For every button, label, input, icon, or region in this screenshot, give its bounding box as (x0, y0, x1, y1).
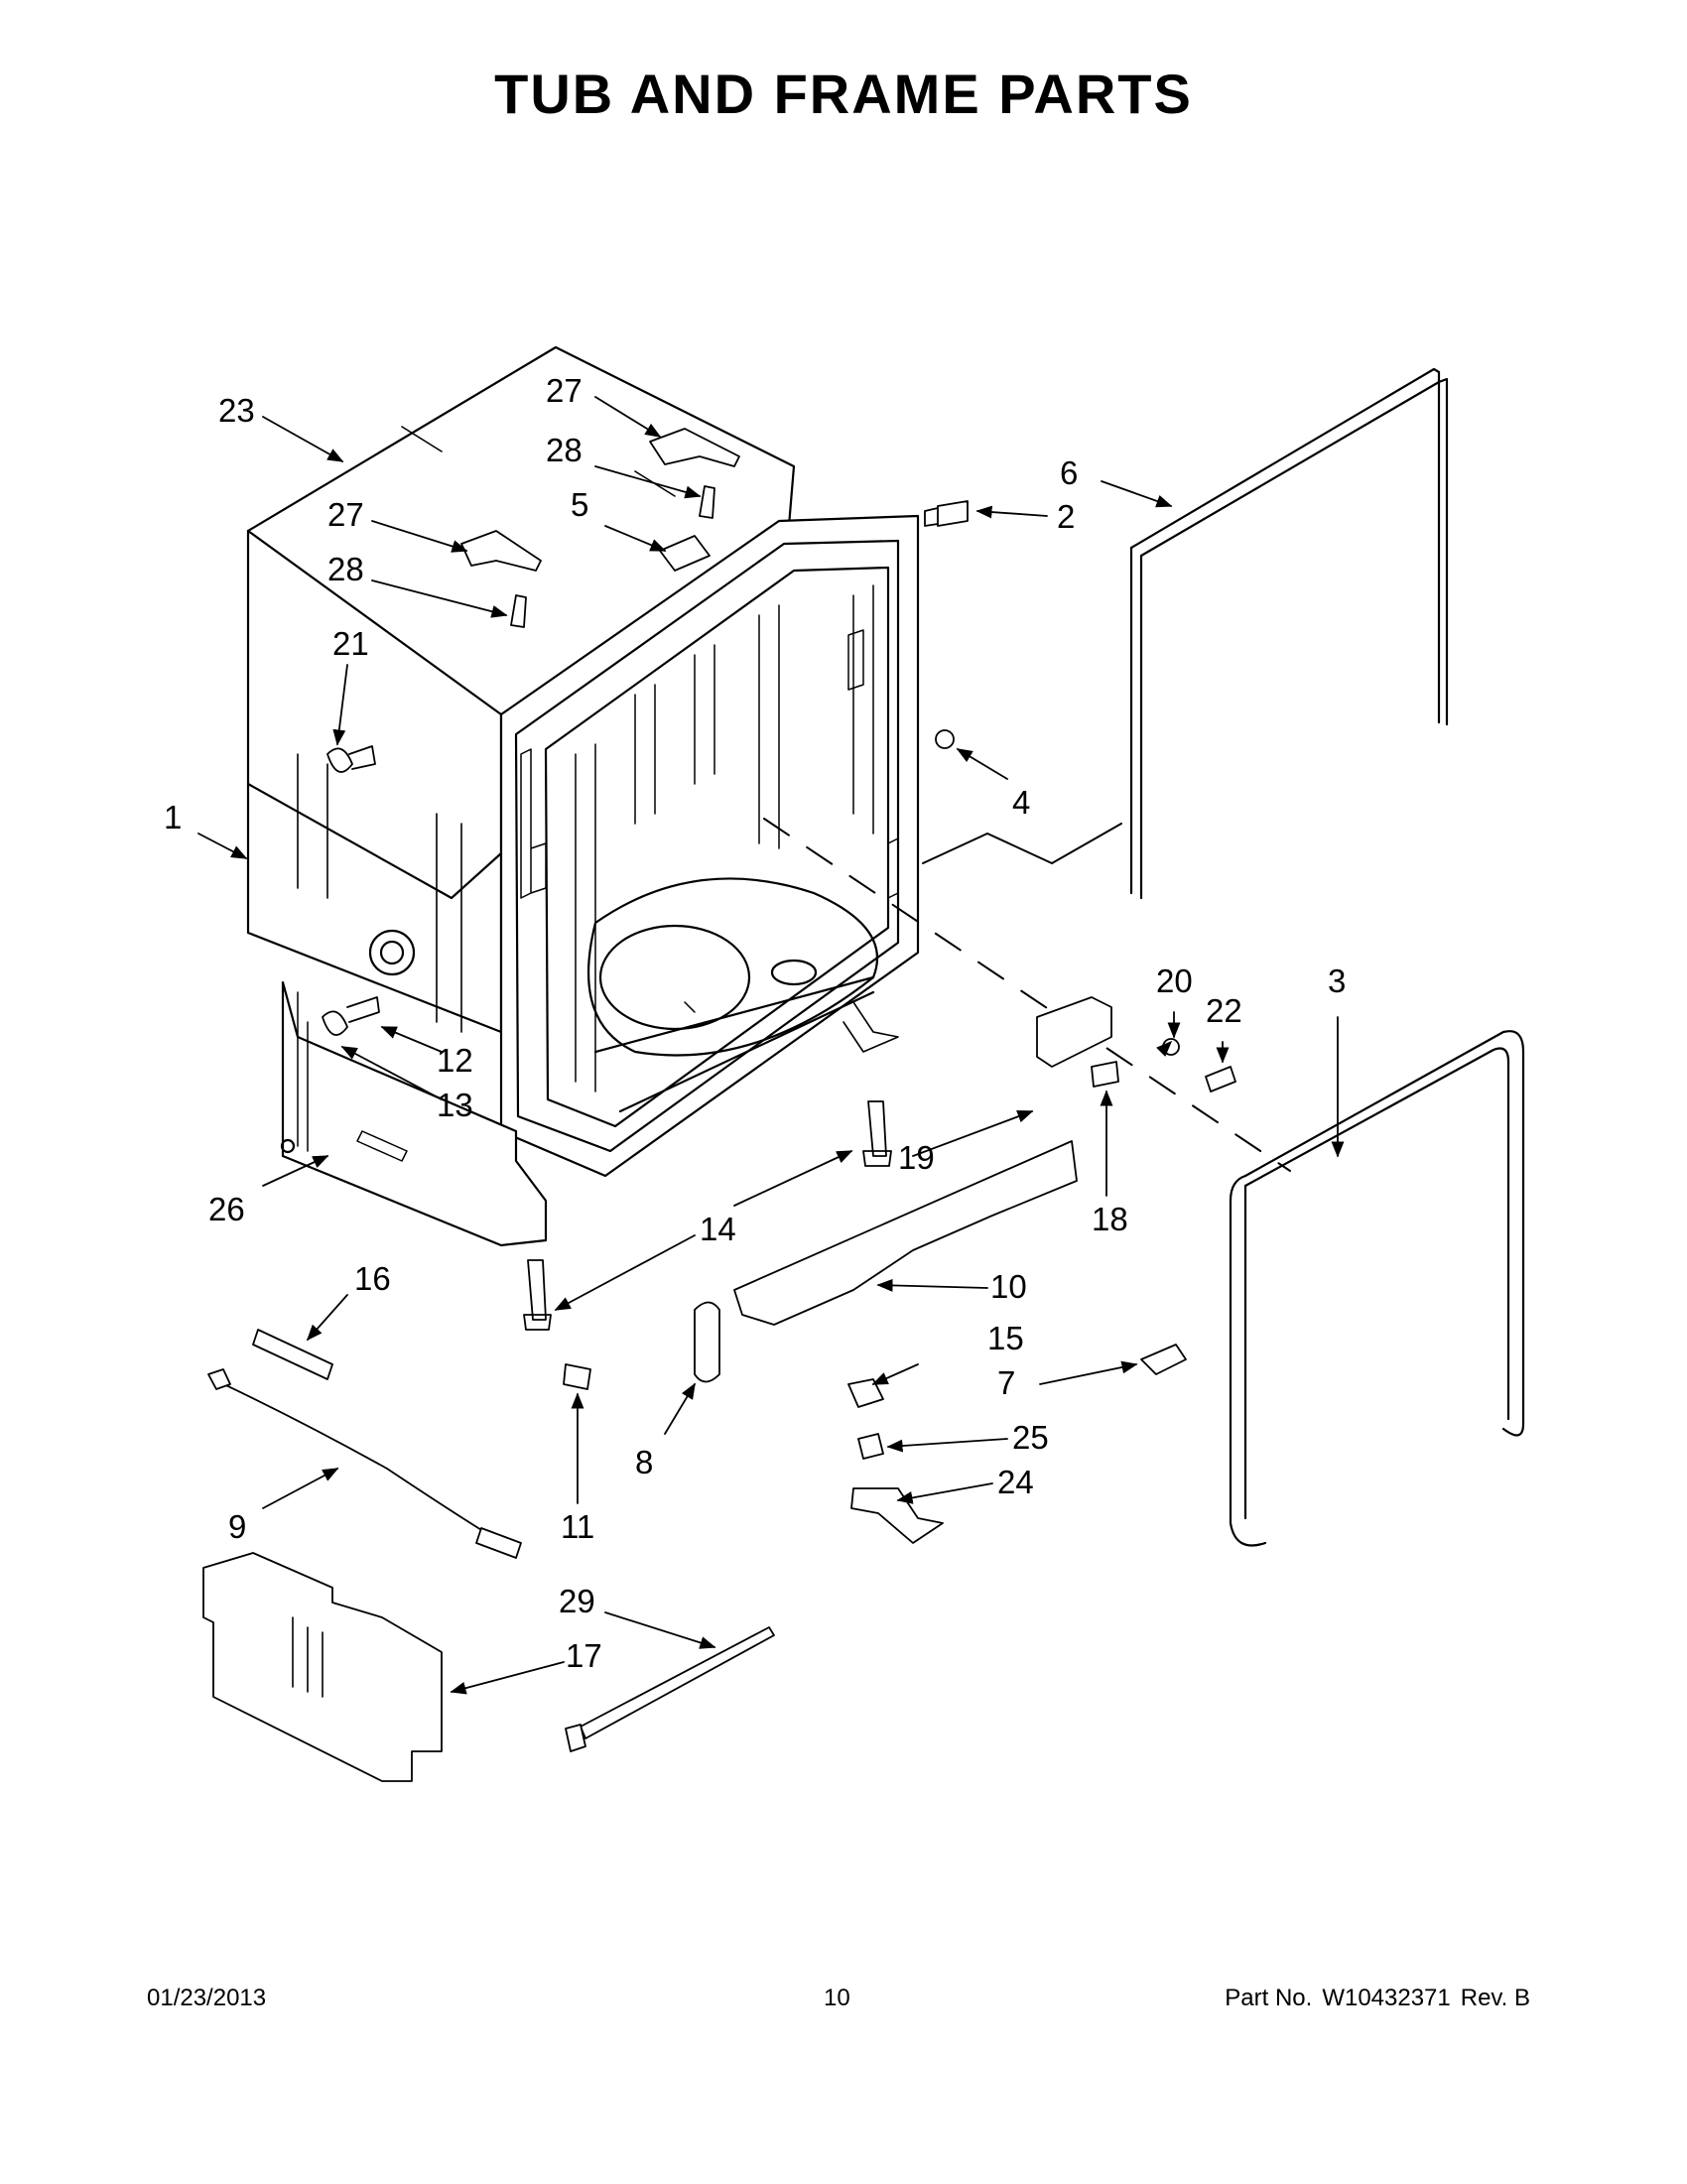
callout-27-left: 27 (327, 496, 364, 533)
footer-part-label: Part No. (1225, 1985, 1313, 2011)
callout-23: 23 (218, 392, 255, 429)
footer-part-info: Part No. W10432371 Rev. B (1215, 1985, 1530, 2012)
page-title: TUB AND FRAME PARTS (494, 63, 1193, 125)
base-frame (280, 980, 899, 1247)
callout-17: 17 (566, 1637, 602, 1674)
callout-25: 25 (1012, 1419, 1049, 1456)
tub-gasket-lower (1229, 1030, 1525, 1547)
callout-13: 13 (437, 1087, 473, 1123)
callout-2: 2 (1057, 498, 1075, 535)
callout-29: 29 (559, 1583, 595, 1619)
callout-15: 15 (987, 1320, 1024, 1356)
leader-arrows (197, 396, 1345, 1695)
footer-page-number: 10 (824, 1985, 850, 2011)
callout-22: 22 (1206, 992, 1242, 1029)
callout-labels: 23 27 28 27 28 5 6 2 21 4 1 20 22 3 12 1… (164, 372, 1346, 1674)
callout-16: 16 (354, 1260, 391, 1297)
door-gasket-upper (922, 367, 1449, 900)
callout-28-top: 28 (546, 432, 583, 468)
callout-5: 5 (571, 486, 588, 523)
callout-18: 18 (1092, 1201, 1128, 1237)
callout-14: 14 (700, 1211, 736, 1247)
callout-8: 8 (635, 1444, 653, 1480)
callout-9: 9 (228, 1508, 246, 1545)
callout-1: 1 (164, 799, 182, 835)
callout-12: 12 (437, 1042, 473, 1079)
callout-26: 26 (208, 1191, 245, 1227)
footer-revision: Rev. B (1460, 1985, 1530, 2011)
callout-7: 7 (997, 1364, 1015, 1401)
footer-date: 01/23/2013 (147, 1985, 267, 2011)
callout-3: 3 (1328, 963, 1346, 999)
callout-11: 11 (561, 1508, 594, 1545)
callout-19: 19 (898, 1139, 935, 1176)
callout-20: 20 (1156, 963, 1193, 999)
callout-24: 24 (997, 1464, 1034, 1500)
callout-28-left: 28 (327, 551, 364, 587)
callout-21: 21 (332, 625, 369, 662)
callout-27-top: 27 (546, 372, 583, 409)
callout-6: 6 (1060, 454, 1078, 491)
callout-4: 4 (1012, 784, 1030, 821)
callout-10: 10 (990, 1268, 1027, 1305)
hardware-parts (202, 428, 1236, 1782)
footer-part-number: W10432371 (1322, 1985, 1451, 2011)
